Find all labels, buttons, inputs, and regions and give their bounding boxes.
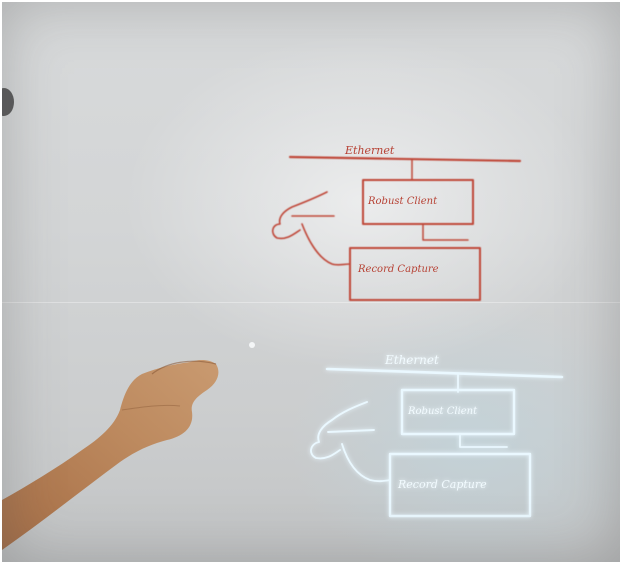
projected-box-top-label: Robust Client: [407, 406, 478, 417]
projected-ethernet-label: Ethernet: [384, 353, 439, 367]
pointing-hand: [2, 360, 218, 550]
projected-ethernet-line: [327, 369, 562, 377]
whiteboard-drawing: [273, 157, 520, 300]
projected-box-bottom-label: Record Capture: [397, 478, 487, 491]
client-squiggle: [273, 192, 350, 265]
projected-drawing: [311, 369, 562, 516]
ethernet-line: [290, 157, 520, 161]
screen-seam: [2, 302, 620, 303]
projected-client-squiggle: [311, 402, 390, 481]
projected-box-connector: [460, 434, 507, 447]
box-top-label: Robust Client: [367, 196, 438, 207]
ethernet-label: Ethernet: [344, 144, 395, 157]
box-connector: [423, 224, 468, 240]
box-bottom-label: Record Capture: [357, 264, 439, 275]
light-speck: [249, 342, 255, 348]
dark-edge-blob: [2, 88, 14, 116]
